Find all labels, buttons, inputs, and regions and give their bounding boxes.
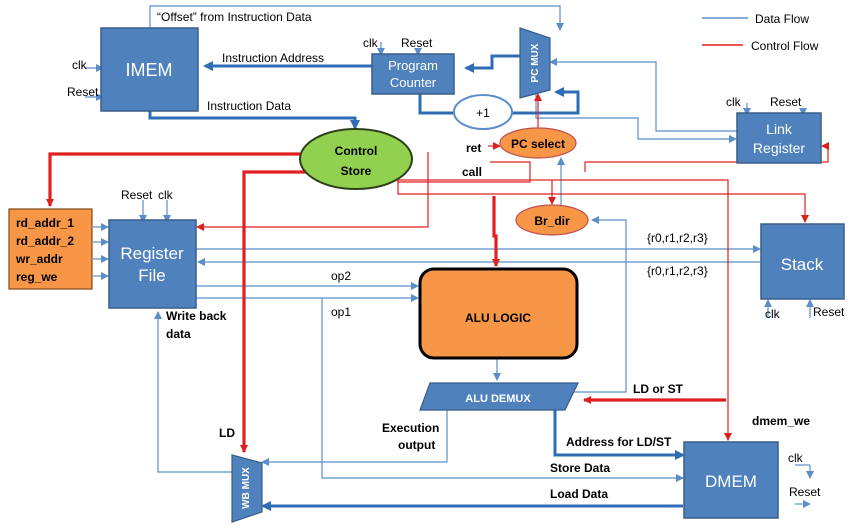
alu-demux-block bbox=[419, 382, 579, 411]
signal-wr-addr: wr_addr bbox=[15, 252, 63, 266]
data-flow-lines bbox=[85, 5, 814, 508]
legend: Data Flow Control Flow bbox=[702, 12, 819, 53]
pc-mux-block bbox=[519, 27, 551, 99]
imem-block bbox=[100, 27, 199, 112]
op2-label: op2 bbox=[331, 269, 351, 283]
thick-data-lines bbox=[148, 54, 685, 511]
pc-select-label: PC select bbox=[511, 137, 565, 151]
link-register-block bbox=[736, 112, 822, 164]
reg-control-signals-box bbox=[8, 208, 93, 290]
stack-block bbox=[760, 223, 845, 300]
ret-label: ret bbox=[466, 141, 481, 155]
dmem-label: DMEM bbox=[705, 472, 757, 491]
alu-logic-label: ALU LOGIC bbox=[465, 311, 531, 325]
signal-rd-addr-1: rd_addr_1 bbox=[16, 216, 74, 230]
thick-control-lines bbox=[46, 152, 726, 453]
control-flow-lines bbox=[196, 93, 829, 441]
branch-direction-label: Br_dir bbox=[534, 214, 570, 228]
stack-clk-label: clk bbox=[765, 307, 781, 321]
ld-or-st-label: LD or ST bbox=[633, 382, 684, 396]
signal-reg-we: reg_we bbox=[16, 270, 58, 284]
increment-block bbox=[453, 94, 513, 130]
imem-reset-label: Reset bbox=[67, 85, 99, 99]
ld-label: LD bbox=[219, 426, 235, 440]
link-reset-label: Reset bbox=[770, 95, 802, 109]
pc-clk-label: clk bbox=[363, 36, 379, 50]
pc-mux-label: PC MUX bbox=[530, 43, 541, 82]
imem-label: IMEM bbox=[126, 60, 173, 80]
pc-select-block bbox=[499, 127, 577, 159]
load-data-label: Load Data bbox=[550, 487, 608, 501]
program-counter-label-2: Counter bbox=[390, 75, 437, 90]
address-ld-st-label: Address for LD/ST bbox=[566, 435, 672, 449]
dmem-block bbox=[683, 441, 779, 519]
offset-label: “Offset” from Instruction Data bbox=[157, 10, 312, 24]
link-register-label-2: Register bbox=[753, 140, 805, 156]
legend-control-flow-label: Control Flow bbox=[751, 39, 819, 53]
execution-output-label-1: Execution bbox=[382, 421, 439, 435]
imem-clk-label: clk bbox=[72, 58, 88, 72]
register-file-label-2: File bbox=[138, 266, 165, 285]
instruction-data-label: Instruction Data bbox=[207, 99, 291, 113]
register-file-label-1: Register bbox=[120, 244, 184, 263]
dmem-clk-label: clk bbox=[788, 451, 804, 465]
program-counter-label-1: Program bbox=[388, 58, 438, 73]
write-back-label-1: Write back bbox=[166, 309, 227, 323]
instruction-address-label: Instruction Address bbox=[222, 51, 324, 65]
control-store-label-2: Store bbox=[341, 164, 372, 178]
dmem-reset-label: Reset bbox=[789, 485, 821, 499]
execution-output-label-2: output bbox=[398, 438, 435, 452]
rf-clk-label: clk bbox=[158, 188, 174, 202]
rf-reset-label: Reset bbox=[121, 188, 153, 202]
alu-logic-block bbox=[418, 267, 579, 360]
signal-rd-addr-2: rd_addr_2 bbox=[16, 234, 74, 248]
stack-label: Stack bbox=[781, 255, 824, 274]
link-register-label-1: Link bbox=[766, 121, 793, 137]
control-store-block bbox=[299, 128, 413, 190]
wb-mux-label: WB MUX bbox=[241, 467, 252, 509]
program-counter-block bbox=[371, 53, 455, 95]
call-label: call bbox=[462, 165, 482, 179]
link-clk-label: clk bbox=[726, 95, 742, 109]
store-data-label: Store Data bbox=[550, 461, 610, 475]
wb-mux-block bbox=[231, 454, 263, 523]
op1-label: op1 bbox=[331, 305, 351, 319]
control-store-label-1: Control bbox=[335, 144, 378, 158]
branch-direction-block bbox=[515, 204, 589, 236]
pc-reset-label: Reset bbox=[401, 36, 433, 50]
dmem-we-label: dmem_we bbox=[752, 414, 810, 428]
increment-label: +1 bbox=[476, 106, 490, 120]
stack-reset-label: Reset bbox=[813, 305, 845, 319]
legend-data-flow-label: Data Flow bbox=[755, 12, 809, 26]
register-file-block bbox=[108, 219, 197, 309]
regs-out-label: {r0,r1,r2,r3} bbox=[647, 231, 708, 245]
write-back-label-2: data bbox=[166, 327, 191, 341]
regs-in-label: {r0,r1,r2,r3} bbox=[647, 264, 708, 278]
alu-demux-label: ALU DEMUX bbox=[465, 393, 531, 405]
